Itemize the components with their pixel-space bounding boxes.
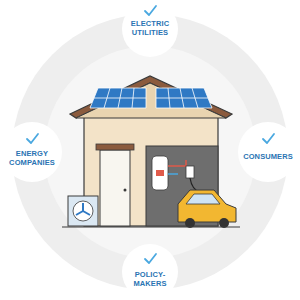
roof [70,76,232,118]
stakeholder-node: ELECTRIC UTILITIES [123,20,177,37]
charger [186,166,194,178]
node-circle [2,122,62,182]
node-label: CONSUMERS [241,153,295,162]
stakeholder-node: POLICY-MAKERS [125,271,175,288]
stakeholder-node: ENERGY COMPANIES [5,150,59,167]
node-label: ELECTRIC UTILITIES [123,20,177,37]
check-mark [145,254,156,263]
node-circle [238,122,298,182]
check-mark [145,6,156,15]
check-mark [263,134,274,143]
inner-disc [44,46,256,258]
water-heater [152,156,168,190]
check-marks [27,6,274,263]
house [62,76,240,228]
node-circle [122,244,178,300]
node-label: ENERGY COMPANIES [5,150,59,167]
car [178,190,236,228]
node-label: POLICY-MAKERS [125,271,175,288]
roof-face [76,83,226,118]
node-circle [122,1,178,57]
ground-line [62,226,240,227]
door-canopy [96,144,134,150]
door [100,150,130,226]
heat-pump [68,196,98,226]
solar-panels [90,88,212,108]
check-mark [27,134,38,143]
stakeholder-node: CONSUMERS [241,153,295,162]
